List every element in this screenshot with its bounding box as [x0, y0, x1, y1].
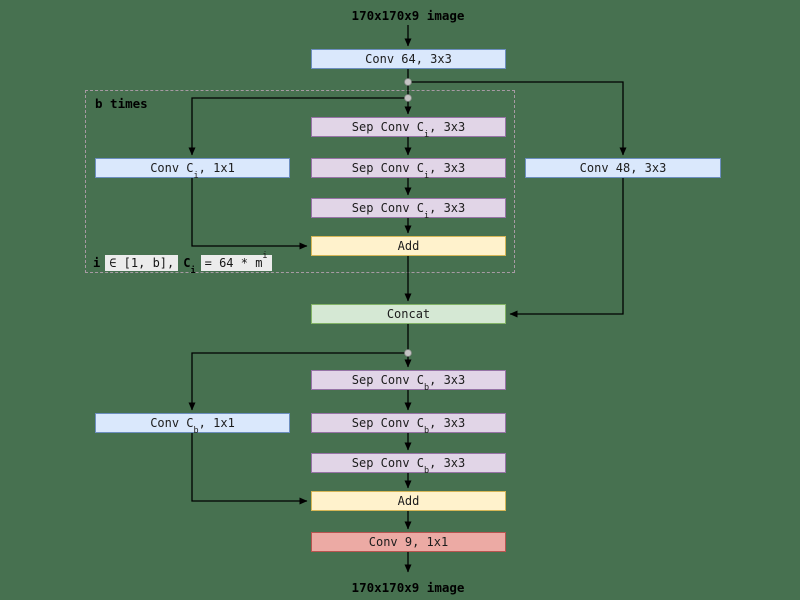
edge-skip-to-conv48 — [408, 81, 627, 156]
node-conv-cb: Conv Cb, 1x1 — [95, 413, 290, 436]
repeat-group-box — [85, 90, 515, 273]
junction-dot — [404, 78, 412, 86]
edge-skip-to-convci — [188, 97, 408, 156]
loop-formula: i ∈ [1, b], Ci = 64 * mi — [93, 252, 272, 277]
node-add-1: Add — [311, 236, 506, 256]
formula-value-code: = 64 * mi — [200, 252, 272, 271]
node-conv64: Conv 64, 3x3 — [311, 49, 506, 69]
junction-dot — [404, 349, 412, 357]
repeat-count-label: b times — [95, 96, 148, 111]
node-sep-conv-b-2: Sep Conv Cb, 3x3 — [311, 413, 506, 436]
edge-convci-to-add1 — [191, 178, 308, 250]
edge-skip-to-convcb — [188, 352, 408, 411]
node-sep-conv-i-3: Sep Conv Ci, 3x3 — [311, 198, 506, 221]
edge-convcb-to-add2 — [191, 432, 308, 505]
node-sep-conv-i-2: Sep Conv Ci, 3x3 — [311, 158, 506, 181]
formula-range-code: ∈ [1, b], — [105, 255, 179, 271]
node-sep-conv-b-3: Sep Conv Cb, 3x3 — [311, 453, 506, 476]
node-conv48: Conv 48, 3x3 — [525, 158, 721, 178]
node-add-2: Add — [311, 491, 506, 511]
node-sep-conv-b-1: Sep Conv Cb, 3x3 — [311, 370, 506, 393]
node-sep-conv-i-1: Sep Conv Ci, 3x3 — [311, 117, 506, 140]
output-size-label: 170x170x9 image — [351, 580, 465, 595]
node-conv-ci: Conv Ci, 1x1 — [95, 158, 290, 181]
junction-dot — [404, 94, 412, 102]
node-concat: Concat — [311, 304, 506, 324]
formula-index-var: i — [93, 256, 101, 270]
edge-conv48-to-concat — [509, 178, 624, 318]
input-size-label: 170x170x9 image — [351, 8, 465, 23]
formula-channel-var: Ci — [183, 256, 196, 277]
node-conv9: Conv 9, 1x1 — [311, 532, 506, 552]
